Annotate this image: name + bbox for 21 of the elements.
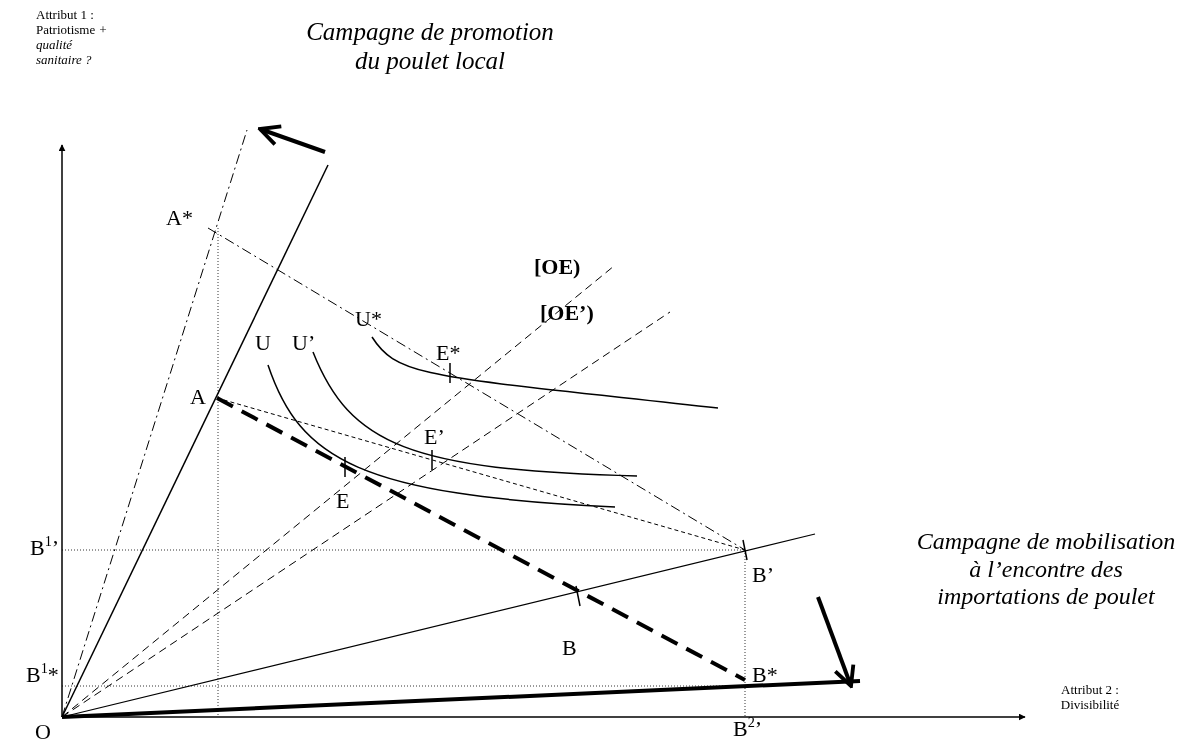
annotation-text: Campagne de promotion du poulet local <box>305 18 555 76</box>
ray-label: [OE’) <box>540 300 594 326</box>
point-label: A* <box>166 205 193 231</box>
point-label: A <box>190 384 206 410</box>
curve-label: U’ <box>292 330 316 356</box>
point-label: O <box>35 719 51 744</box>
point-label: B* <box>752 662 778 688</box>
point-label: B$^{1}$* <box>26 662 59 688</box>
point-label: B <box>562 635 577 661</box>
curve-label: U <box>255 330 271 356</box>
point-label: E* <box>436 340 461 366</box>
axis-label: Attribut 1 : Patriotisme + qualité sanitaire ? <box>36 8 109 68</box>
point-label: B$^{2}$’ <box>733 716 763 742</box>
curve-label: U* <box>355 306 382 332</box>
point-label: E’ <box>424 424 445 450</box>
point-label: B$^{1}$’ <box>30 535 60 561</box>
point-label: E <box>336 488 350 514</box>
annotation-text: Campagne de mobilisation à l’encontre des importations de poulet <box>915 528 1177 611</box>
ray-label: [OE) <box>534 254 581 280</box>
axis-label: Attribut 2 : Divisibilité <box>1059 683 1121 713</box>
point-label: B’ <box>752 562 774 588</box>
